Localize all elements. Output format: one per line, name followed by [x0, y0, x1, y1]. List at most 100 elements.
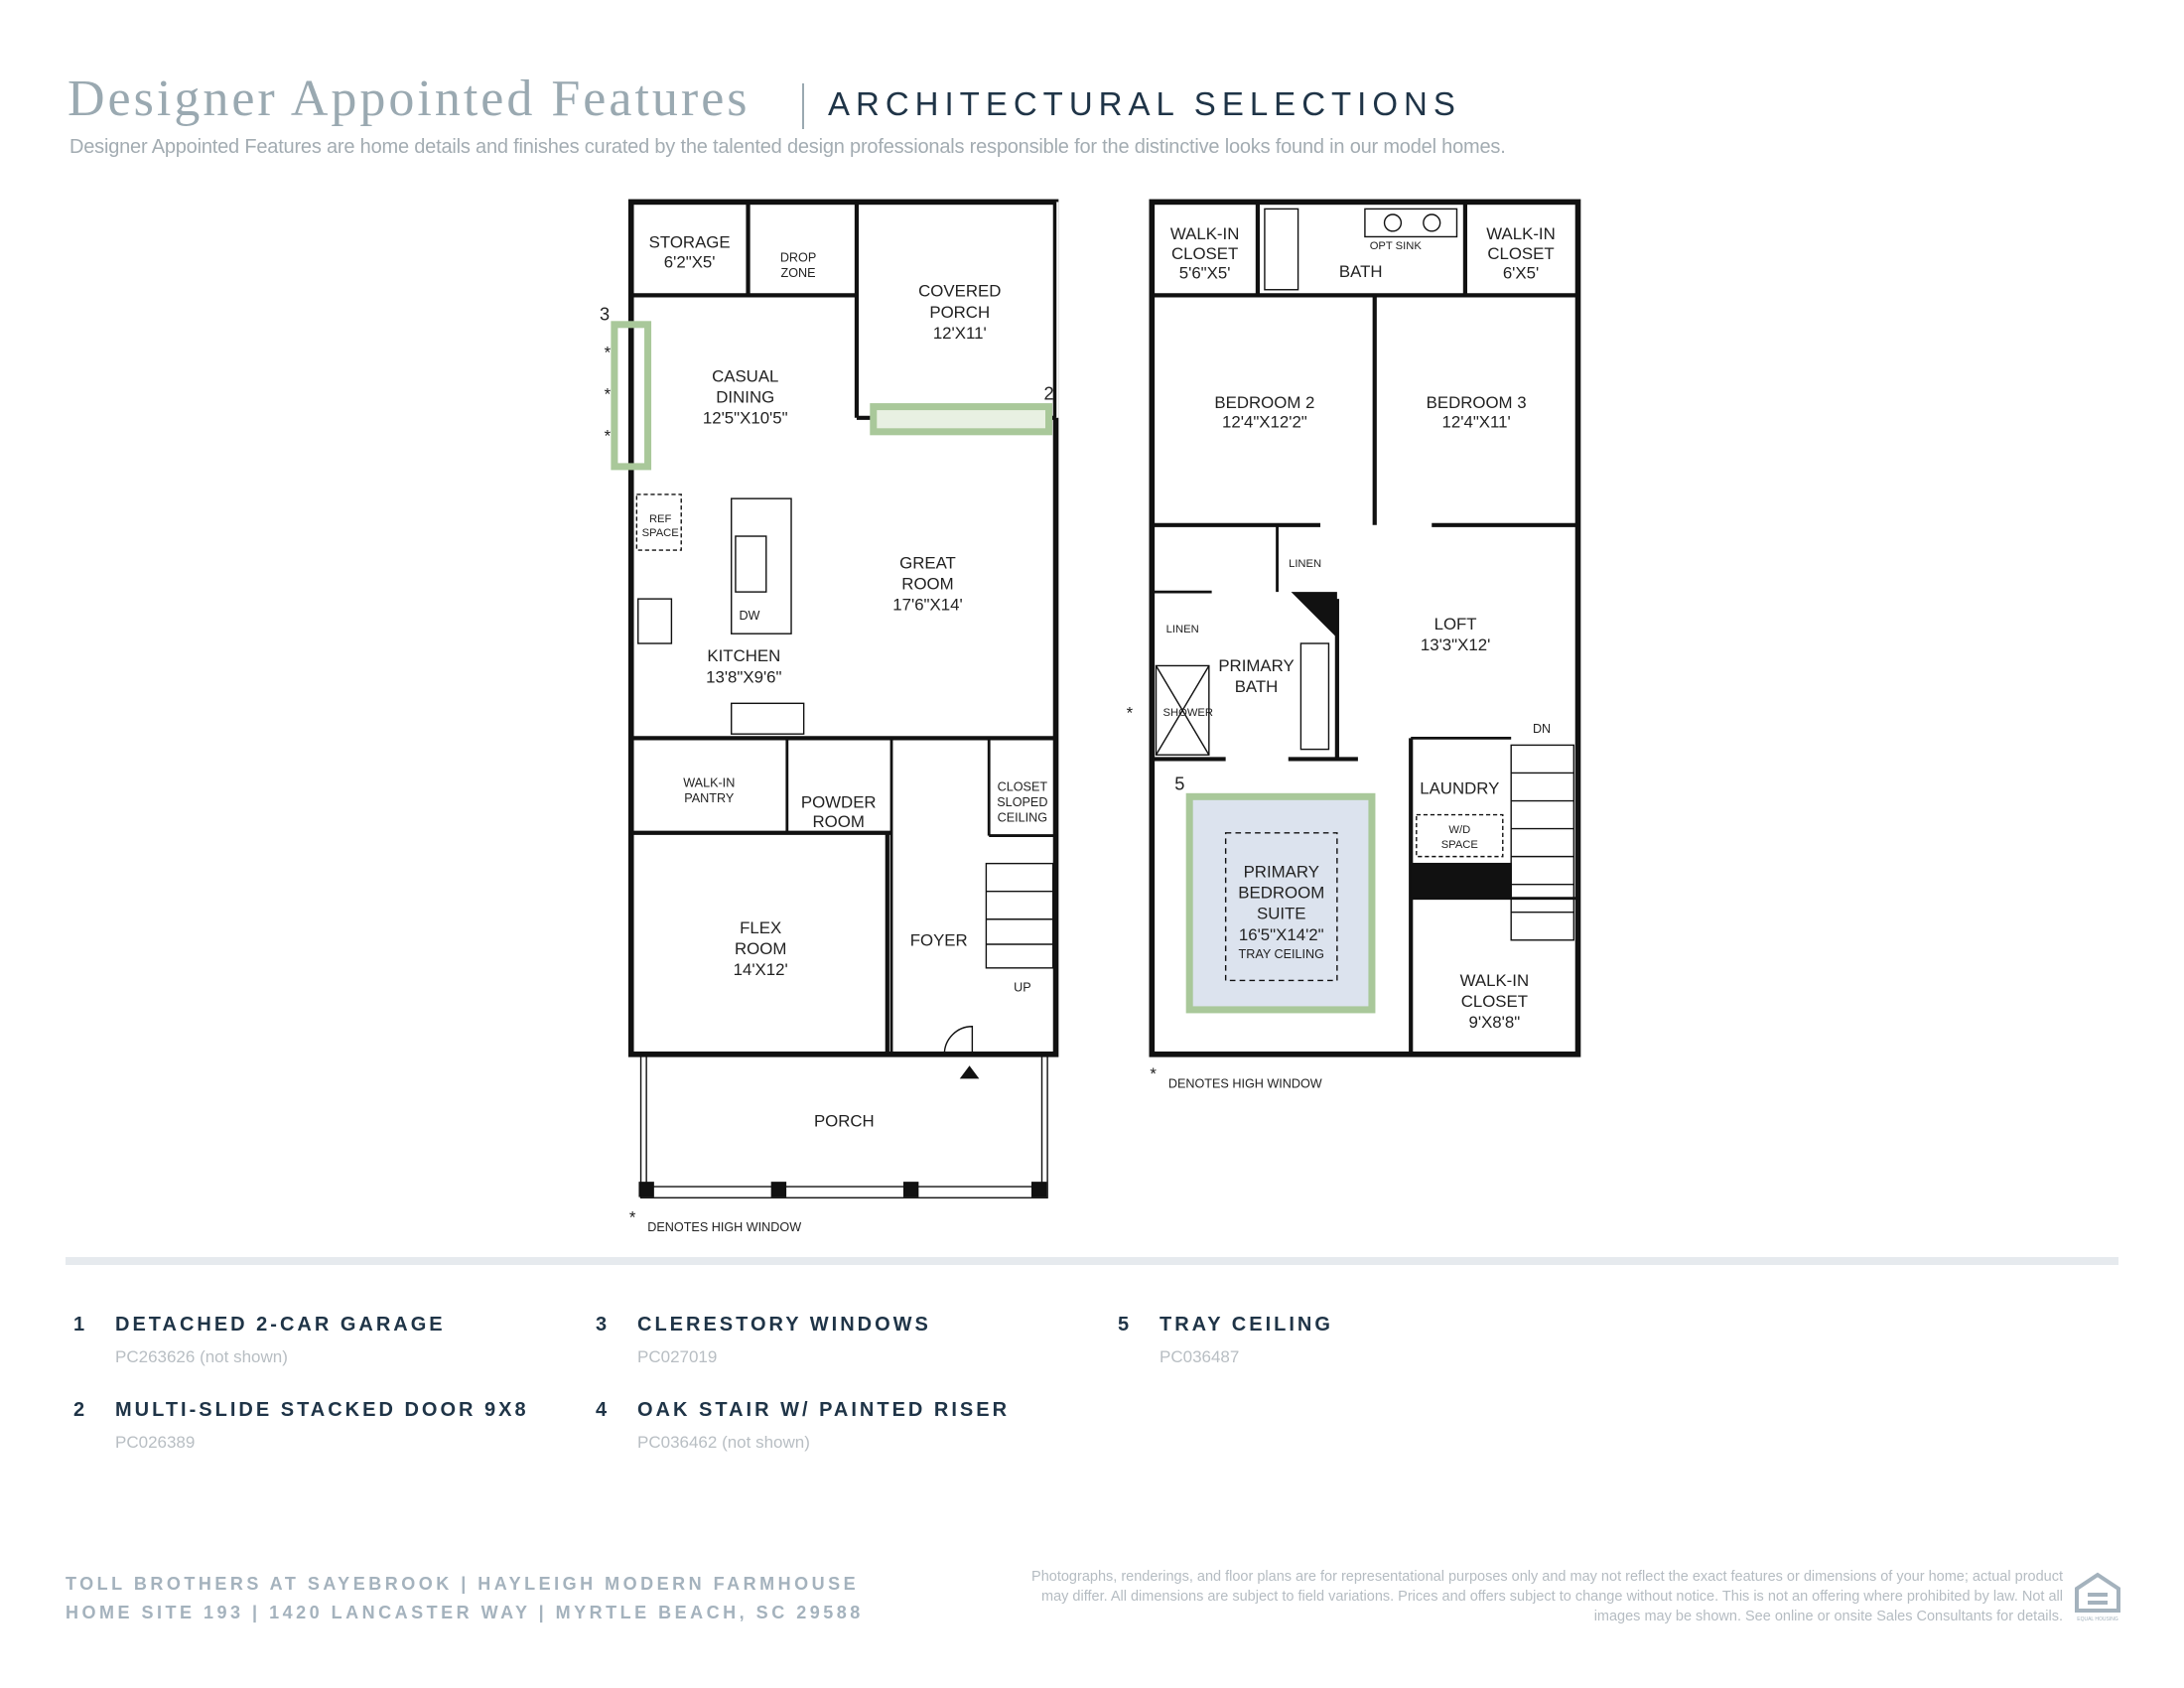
svg-text:PORCH: PORCH	[929, 303, 990, 322]
second-floor-plan	[1149, 199, 1581, 1057]
svg-text:16'5"X14'2": 16'5"X14'2"	[1239, 925, 1324, 944]
feature-code: PC026389	[115, 1433, 196, 1452]
svg-text:SPACE: SPACE	[1441, 839, 1478, 851]
svg-text:ROOM: ROOM	[735, 939, 786, 958]
svg-text:DW: DW	[739, 609, 759, 623]
feature-code: PC036487	[1160, 1347, 1240, 1366]
svg-text:CEILING: CEILING	[998, 811, 1047, 825]
svg-text:BATH: BATH	[1339, 262, 1383, 281]
svg-text:W/D: W/D	[1448, 824, 1470, 836]
svg-text:*: *	[629, 1208, 636, 1227]
multi-slide-door-highlight	[870, 403, 1053, 436]
svg-text:WALK-IN: WALK-IN	[683, 775, 735, 789]
svg-text:5'6"X5': 5'6"X5'	[1179, 264, 1231, 283]
svg-text:SHOWER: SHOWER	[1163, 707, 1213, 719]
svg-text:DENOTES HIGH WINDOW: DENOTES HIGH WINDOW	[647, 1220, 801, 1234]
svg-text:12'4"X11': 12'4"X11'	[1442, 413, 1511, 432]
svg-text:BEDROOM: BEDROOM	[1238, 884, 1324, 903]
svg-text:SLOPED: SLOPED	[997, 795, 1047, 809]
svg-text:ROOM: ROOM	[901, 574, 953, 593]
svg-text:STORAGE: STORAGE	[649, 233, 731, 252]
svg-text:PANTRY: PANTRY	[684, 791, 735, 805]
svg-text:6'X5': 6'X5'	[1503, 264, 1539, 283]
page-subtitle: ARCHITECTURAL SELECTIONS	[828, 85, 1461, 122]
svg-text:EQUAL HOUSING: EQUAL HOUSING	[2077, 1617, 2118, 1622]
svg-text:BEDROOM 2: BEDROOM 2	[1214, 393, 1314, 412]
svg-text:13'8"X9'6": 13'8"X9'6"	[706, 667, 781, 686]
svg-text:2: 2	[1043, 383, 1053, 404]
tray-ceiling-highlight	[1185, 792, 1376, 1014]
svg-text:LAUNDRY: LAUNDRY	[1420, 779, 1499, 798]
feature-name: MULTI-SLIDE STACKED DOOR 9X8	[115, 1399, 529, 1421]
svg-text:14'X12': 14'X12'	[734, 960, 788, 979]
feature-name: DETACHED 2-CAR GARAGE	[115, 1314, 446, 1336]
svg-text:*: *	[1150, 1064, 1157, 1083]
svg-text:3: 3	[600, 304, 610, 325]
svg-text:13'3"X12': 13'3"X12'	[1421, 635, 1490, 654]
feature-name: TRAY CEILING	[1160, 1314, 1333, 1336]
svg-text:CLOSET: CLOSET	[998, 780, 1048, 794]
svg-text:*: *	[605, 385, 612, 404]
svg-text:UP: UP	[1014, 981, 1031, 995]
svg-text:WALK-IN: WALK-IN	[1460, 971, 1530, 990]
feature-number: 1	[73, 1314, 85, 1336]
svg-text:DINING: DINING	[716, 387, 774, 406]
equal-housing-icon: EQUAL HOUSING	[2075, 1572, 2120, 1622]
svg-text:WALK-IN: WALK-IN	[1486, 224, 1556, 243]
svg-text:CASUAL: CASUAL	[712, 366, 778, 385]
svg-text:*: *	[605, 427, 612, 446]
svg-text:*: *	[605, 343, 612, 361]
svg-text:SPACE: SPACE	[642, 527, 679, 539]
svg-text:CLOSET: CLOSET	[1487, 244, 1554, 263]
svg-text:12'4"X12'2": 12'4"X12'2"	[1222, 413, 1307, 432]
title-separator	[802, 83, 804, 129]
svg-text:*: *	[1127, 704, 1134, 723]
svg-text:17'6"X14': 17'6"X14'	[892, 595, 962, 614]
clerestory-highlight	[611, 321, 652, 471]
svg-text:PRIMARY: PRIMARY	[1218, 656, 1294, 675]
svg-text:PORCH: PORCH	[814, 1112, 875, 1131]
footer-disclaimer: Photographs, renderings, and floor plans…	[1031, 1569, 2063, 1624]
svg-text:DN: DN	[1533, 722, 1551, 736]
svg-text:FLEX: FLEX	[740, 918, 781, 937]
svg-text:GREAT: GREAT	[899, 553, 956, 572]
svg-text:WALK-IN: WALK-IN	[1170, 224, 1240, 243]
svg-text:ZONE: ZONE	[781, 266, 816, 280]
svg-text:OPT SINK: OPT SINK	[1370, 240, 1423, 252]
svg-text:ROOM: ROOM	[813, 812, 865, 831]
svg-text:DROP: DROP	[780, 251, 816, 265]
svg-text:LINEN: LINEN	[1289, 558, 1321, 570]
feature-number: 5	[1118, 1314, 1130, 1336]
svg-text:POWDER: POWDER	[801, 793, 877, 812]
first-floor-labels: STORAGE 6'2"X5' DROP ZONE COVERED PORCH …	[600, 233, 1054, 1234]
feature-number: 3	[596, 1314, 608, 1336]
svg-text:FOYER: FOYER	[910, 930, 968, 949]
svg-text:5: 5	[1174, 773, 1184, 793]
page-title: Designer Appointed Features	[68, 70, 751, 127]
footer-community: TOLL BROTHERS AT SAYEBROOK | HAYLEIGH MO…	[66, 1574, 860, 1594]
page-description: Designer Appointed Features are home det…	[69, 136, 1506, 158]
feature-number: 2	[73, 1399, 85, 1421]
svg-text:COVERED: COVERED	[918, 282, 1001, 301]
feature-name: OAK STAIR W/ PAINTED RISER	[637, 1399, 1011, 1421]
feature-code: PC036462 (not shown)	[637, 1433, 810, 1452]
footer-address: HOME SITE 193 | 1420 LANCASTER WAY | MYR…	[66, 1603, 864, 1622]
svg-text:CLOSET: CLOSET	[1461, 992, 1528, 1011]
feature-name: CLERESTORY WINDOWS	[637, 1314, 931, 1336]
svg-text:KITCHEN: KITCHEN	[707, 646, 780, 665]
svg-text:LOFT: LOFT	[1434, 615, 1477, 633]
svg-text:12'X11': 12'X11'	[933, 324, 987, 343]
svg-text:12'5"X10'5": 12'5"X10'5"	[703, 408, 788, 427]
svg-text:CLOSET: CLOSET	[1171, 244, 1238, 263]
second-floor-labels: WALK-IN CLOSET 5'6"X5' OPT SINK BATH WAL…	[1127, 224, 1556, 1090]
section-divider	[66, 1257, 2118, 1265]
svg-text:LINEN: LINEN	[1166, 624, 1199, 635]
svg-text:SUITE: SUITE	[1257, 905, 1306, 923]
svg-text:6'2"X5': 6'2"X5'	[664, 252, 716, 271]
svg-text:REF: REF	[649, 513, 672, 525]
svg-text:PRIMARY: PRIMARY	[1244, 863, 1319, 882]
feature-code: PC263626 (not shown)	[115, 1347, 288, 1366]
svg-text:BEDROOM 3: BEDROOM 3	[1427, 393, 1527, 412]
svg-text:9'X8'8": 9'X8'8"	[1469, 1013, 1521, 1032]
